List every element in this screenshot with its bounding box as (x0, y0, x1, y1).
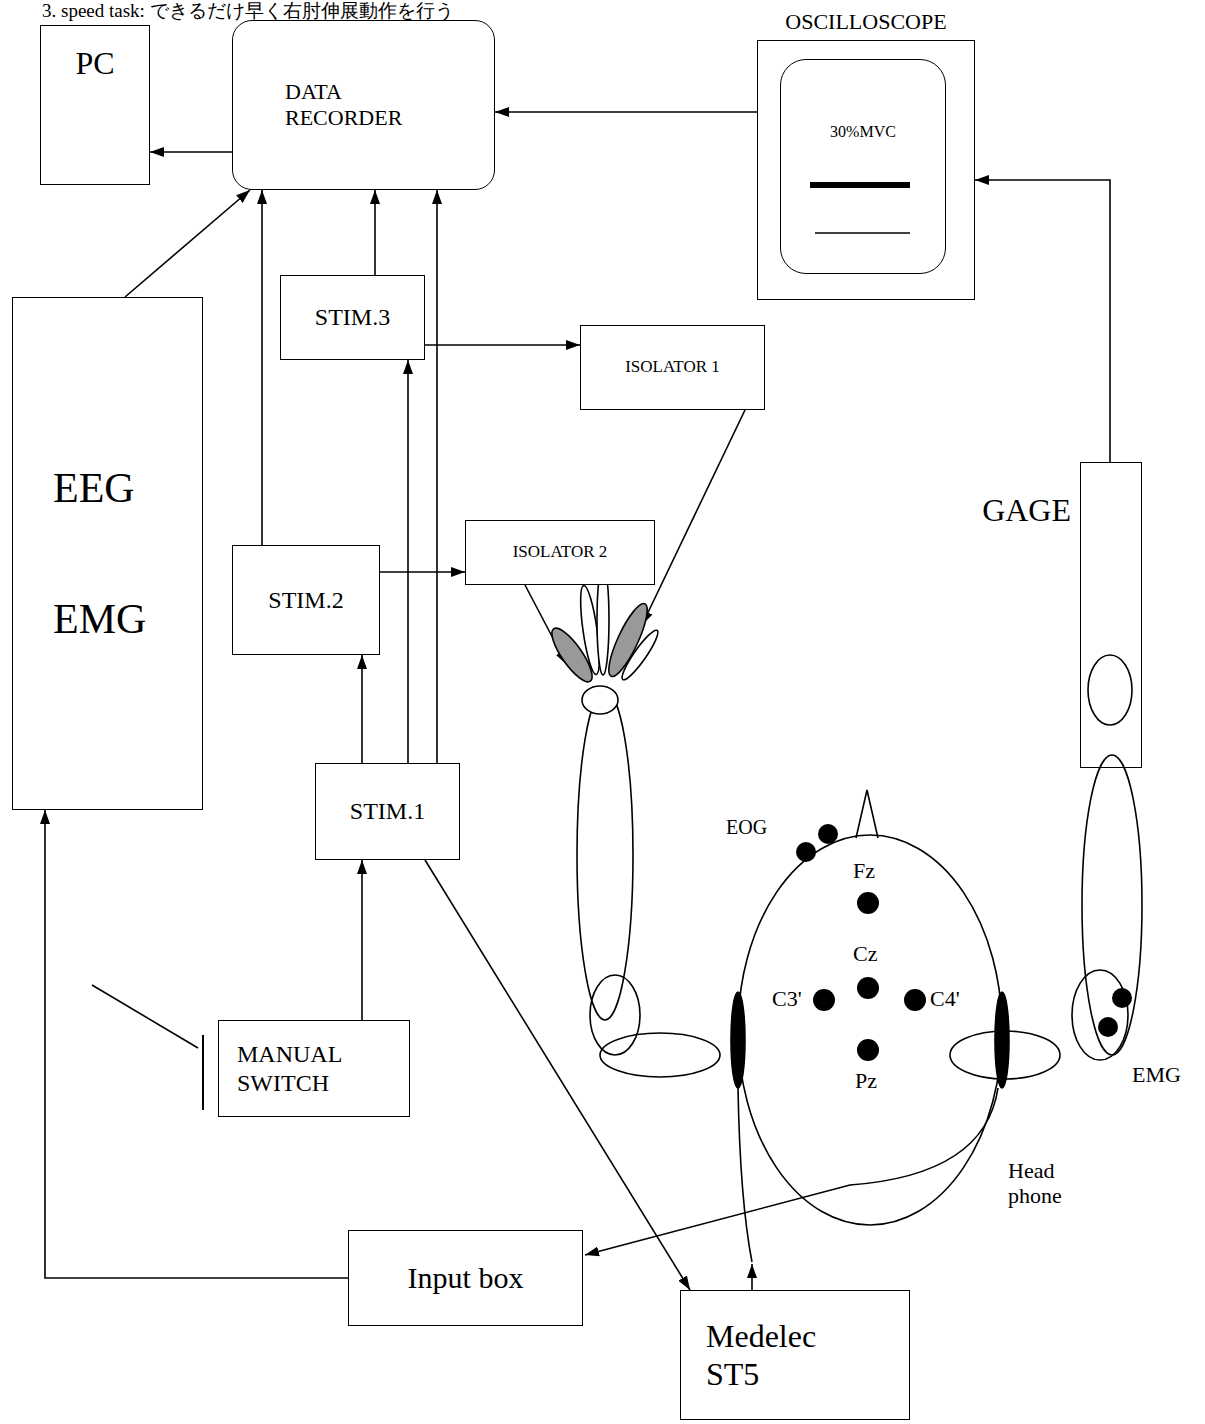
electrode-label: C3' (772, 986, 802, 1011)
oscilloscope-box: OSCILLOSCOPE30%MVC (757, 40, 975, 300)
earphone (995, 992, 1009, 1088)
signal-arrow (361, 860, 363, 1020)
node-text: EEG (53, 463, 135, 513)
headphone-wire (585, 1088, 998, 1255)
node-text: GAGE (982, 491, 1071, 529)
electrode (813, 989, 835, 1011)
emg-electrode (1098, 1017, 1118, 1037)
stim-lead (642, 410, 745, 625)
left-forearm (577, 690, 633, 1020)
isolator-box: ISOLATOR 2 (465, 520, 655, 585)
left-elbow (590, 975, 640, 1055)
headphone-label: Head phone (1008, 1158, 1080, 1209)
node-text: PC (75, 44, 114, 82)
node-text: 30%MVC (830, 122, 896, 141)
right-wrist (1088, 655, 1132, 725)
node-text: DATA RECORDER (285, 79, 445, 132)
stimulator-box: STIM.3 (280, 275, 425, 360)
signal-arrow (407, 360, 409, 763)
node-text: ISOLATOR 2 (513, 542, 608, 562)
signal-arrow (150, 151, 232, 153)
node-text: STIM.3 (315, 303, 390, 332)
stimulator-box: Medelec ST5 (680, 1290, 910, 1420)
eeg-emg-box: EEG EMG (12, 297, 203, 810)
stimulator-box: STIM.1 (315, 763, 460, 860)
switch-wire (92, 985, 198, 1048)
recorder-box: DATA RECORDER (232, 20, 495, 190)
gage-box: GAGE (1080, 462, 1142, 768)
nose (856, 790, 878, 838)
electrode-label: EOG (726, 816, 767, 839)
electrode-label: C4' (930, 986, 960, 1011)
input-box: Input box (348, 1230, 583, 1326)
right-elbow (1072, 970, 1128, 1060)
electrode (904, 989, 926, 1011)
electrode-label: Pz (855, 1068, 877, 1093)
emg-label: EMG (1132, 1062, 1181, 1087)
node-text: Input box (408, 1260, 524, 1296)
target-bar (810, 182, 910, 188)
force-trace (815, 232, 910, 233)
node-text: STIM.1 (350, 797, 425, 826)
signal-arrow (380, 571, 465, 573)
right-shoulder (950, 1031, 1060, 1079)
signal-arrow (425, 344, 580, 346)
head-outline (738, 835, 1002, 1225)
electrode (857, 892, 879, 914)
switch-box: MANUAL SWITCH (218, 1020, 410, 1117)
stimulated-finger (545, 623, 598, 687)
emg-electrode (1112, 988, 1132, 1008)
electrode (796, 842, 816, 862)
node-text: MANUAL SWITCH (237, 1040, 377, 1098)
electrode (818, 824, 838, 844)
node-text: EMG (53, 594, 146, 644)
node-text: ISOLATOR 1 (625, 357, 720, 377)
signal-arrow (495, 111, 757, 113)
headphone-wire (738, 1088, 752, 1262)
pc-box: PC (40, 25, 150, 185)
oscilloscope-screen: 30%MVC (780, 59, 946, 274)
stimulated-finger (602, 600, 654, 681)
signal-arrow (361, 655, 363, 763)
electrode-label: Cz (853, 941, 877, 966)
signal-arrow (436, 190, 438, 763)
node-text: Medelec ST5 (706, 1317, 846, 1394)
node-text: STIM.2 (268, 586, 343, 615)
node-text: OSCILLOSCOPE (758, 9, 974, 35)
electrode (857, 977, 879, 999)
left-shoulder (600, 1033, 720, 1077)
task-note: 3. speed task: できるだけ早く右肘伸展動作を行う (42, 0, 454, 22)
right-forearm (1082, 755, 1142, 1055)
left-hand (582, 686, 618, 714)
signal-arrow (125, 190, 250, 297)
earphone (731, 992, 745, 1088)
isolator-box: ISOLATOR 1 (580, 325, 765, 410)
sound-lead (751, 1264, 753, 1290)
signal-arrow (425, 860, 690, 1290)
stimulator-box: STIM.2 (232, 545, 380, 655)
signal-arrow (261, 190, 263, 545)
electrode (857, 1039, 879, 1061)
signal-arrow (975, 180, 1110, 462)
signal-arrow (374, 190, 376, 275)
switch-contact (202, 1035, 204, 1110)
electrode-label: Fz (853, 858, 875, 883)
